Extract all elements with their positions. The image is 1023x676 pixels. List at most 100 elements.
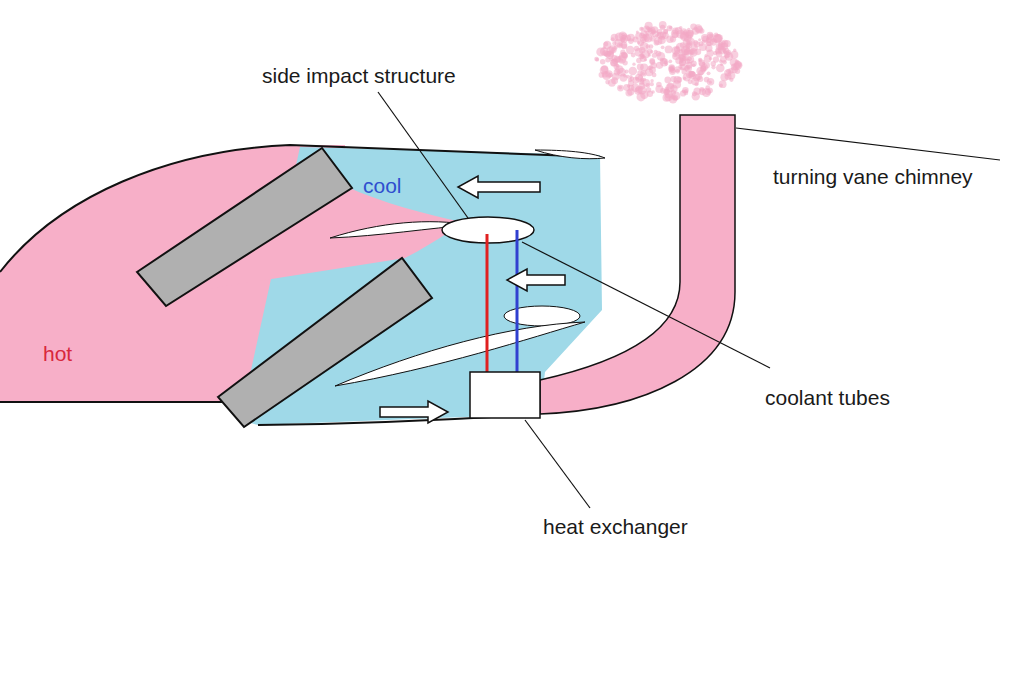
smoke-puff — [714, 33, 719, 38]
smoke-puff — [615, 65, 624, 74]
smoke-puff — [628, 80, 634, 86]
smoke-puff — [605, 80, 610, 85]
smoke-puff — [720, 56, 727, 63]
radiator-bar — [137, 148, 352, 306]
smoke-puff — [635, 77, 638, 80]
smoke-puff — [680, 58, 684, 62]
smoke-puff — [707, 71, 711, 75]
smoke-puff — [632, 62, 635, 65]
smoke-puff — [697, 76, 703, 82]
smoke-puff — [725, 73, 732, 80]
smoke-puff — [619, 52, 628, 61]
smoke-puff — [619, 44, 622, 47]
smoke-puff — [698, 38, 701, 41]
smoke-puff — [678, 65, 682, 69]
smoke-puff — [640, 70, 646, 76]
smoke-puff — [650, 82, 654, 86]
leader-line — [378, 92, 468, 218]
heat-exchanger — [470, 372, 540, 418]
smoke-puff — [636, 30, 639, 33]
region-label: hot — [43, 342, 72, 366]
smoke-puff — [617, 85, 624, 92]
smoke-puff — [688, 71, 696, 79]
flow-arrow — [507, 269, 565, 291]
smoke-puff — [730, 51, 738, 59]
smoke-puff — [663, 29, 668, 34]
smoke-puff — [690, 23, 697, 30]
smoke-puff — [599, 72, 605, 78]
smoke-puff — [604, 42, 609, 47]
smoke-puff — [665, 45, 673, 53]
smoke-puff — [704, 77, 710, 83]
smoke-puff — [716, 64, 725, 73]
smoke-puff — [622, 60, 627, 65]
smoke-puff — [702, 40, 706, 44]
smoke-puff — [643, 26, 650, 33]
smoke-puff — [680, 28, 687, 35]
smoke-puff — [682, 89, 686, 93]
smoke-puff — [619, 73, 627, 81]
smoke-puff — [609, 45, 617, 53]
smoke-puff — [661, 45, 665, 49]
leader-line — [525, 420, 590, 508]
smoke-puff — [669, 26, 672, 29]
exhaust-smoke — [594, 21, 742, 103]
smoke-puff — [650, 79, 653, 82]
smoke-puff — [689, 41, 693, 45]
smoke-puff — [664, 77, 671, 84]
smoke-puff — [639, 27, 643, 31]
smoke-puff — [607, 53, 611, 57]
smoke-puff — [699, 87, 704, 92]
smoke-puff — [699, 58, 702, 61]
part-label: turning vane chimney — [773, 165, 973, 189]
region-label: cool — [363, 174, 402, 198]
leader-line — [736, 128, 1000, 160]
smoke-puff — [625, 70, 629, 74]
smoke-puff — [650, 50, 653, 53]
part-label: side impact structure — [262, 64, 456, 88]
smoke-puff — [638, 86, 647, 95]
flow-arrow — [380, 401, 448, 423]
smoke-puff — [686, 55, 694, 63]
smoke-puff — [685, 65, 692, 72]
smoke-puff — [692, 92, 700, 100]
flow-arrow — [458, 176, 540, 198]
smoke-puff — [648, 53, 651, 56]
smoke-puff — [707, 32, 714, 39]
smoke-puff — [596, 48, 605, 57]
smoke-puff — [698, 58, 703, 63]
part-label: coolant tubes — [765, 386, 890, 410]
smoke-puff — [670, 68, 675, 73]
smoke-puff — [734, 61, 742, 69]
smoke-puff — [643, 35, 648, 40]
smoke-puff — [660, 58, 664, 62]
smoke-puff — [720, 63, 723, 66]
smoke-puff — [645, 83, 650, 88]
smoke-puff — [676, 43, 684, 51]
smoke-puff — [711, 65, 715, 69]
smoke-puff — [649, 59, 655, 65]
smoke-puff — [594, 57, 599, 62]
turning-vane-chimney — [540, 115, 735, 414]
smoke-puff — [608, 73, 613, 78]
smoke-puff — [631, 53, 636, 58]
smoke-puff — [640, 55, 646, 61]
smoke-puff — [699, 28, 705, 34]
smoke-puff — [669, 95, 678, 104]
smoke-puff — [705, 37, 714, 46]
smoke-puff — [640, 42, 649, 51]
smoke-puff — [651, 90, 654, 93]
smoke-puff — [665, 87, 669, 91]
smoke-puff — [685, 65, 691, 71]
smoke-puff — [623, 33, 627, 37]
smoke-puff — [719, 80, 727, 88]
smoke-puff — [618, 56, 621, 59]
leader-line — [522, 242, 770, 368]
smoke-puff — [612, 41, 616, 45]
smoke-puff — [670, 85, 677, 92]
intake-vane — [535, 150, 605, 159]
smoke-puff — [668, 59, 672, 63]
smoke-puff — [627, 34, 635, 42]
